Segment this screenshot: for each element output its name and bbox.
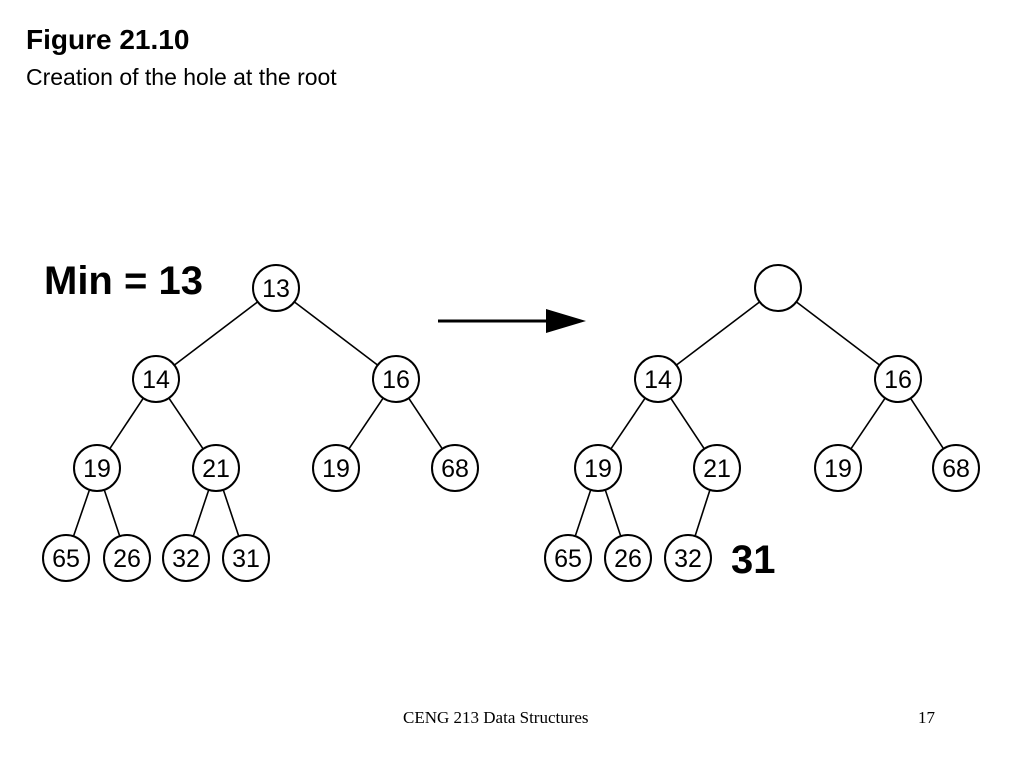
before-tree-edge — [348, 397, 384, 450]
before-tree-edge — [168, 397, 204, 450]
after-tree-node: 68 — [932, 444, 980, 492]
before-tree-node-circle — [312, 444, 360, 492]
before-tree-node-value: 14 — [142, 366, 170, 394]
before-tree-edge — [103, 489, 121, 537]
after-tree-edge — [675, 301, 761, 366]
before-tree-node-circle — [132, 355, 180, 403]
before-tree-edge — [72, 489, 91, 537]
before-tree-edge — [192, 489, 210, 537]
after-tree-node-value: 26 — [614, 545, 642, 573]
before-tree-node-value: 68 — [441, 455, 469, 483]
after-tree-node-circle — [544, 534, 592, 582]
after-tree-edge — [610, 397, 646, 450]
transition-arrow-icon — [438, 309, 586, 333]
before-tree-edge — [408, 397, 443, 450]
before-tree-node: 21 — [192, 444, 240, 492]
after-tree-edge — [795, 301, 881, 366]
after-tree-node: 19 — [814, 444, 862, 492]
after-tree-node: 65 — [544, 534, 592, 582]
after-tree-node-value: 65 — [554, 545, 582, 573]
after-tree-edge — [574, 489, 592, 537]
after-tree-node-circle — [874, 355, 922, 403]
before-tree-node-circle — [192, 444, 240, 492]
before-tree-node: 68 — [431, 444, 479, 492]
after-tree-node-circle — [693, 444, 741, 492]
before-tree-node-circle — [431, 444, 479, 492]
before-tree-node: 65 — [42, 534, 90, 582]
before-tree-node-value: 21 — [202, 455, 230, 483]
before-tree-node-value: 19 — [83, 455, 111, 483]
before-tree-node-value: 31 — [232, 545, 260, 573]
before-tree-node: 31 — [222, 534, 270, 582]
displaced-value: 31 — [731, 538, 776, 582]
after-tree-node-value: 68 — [942, 455, 970, 483]
after-tree-node-value: 19 — [584, 455, 612, 483]
before-tree-node-circle — [252, 264, 300, 312]
after-tree-edge — [604, 489, 622, 537]
before-tree-node: 32 — [162, 534, 210, 582]
after-tree-node: 26 — [604, 534, 652, 582]
before-tree-edge — [222, 489, 240, 537]
after-tree-edge — [670, 397, 705, 450]
slide-subtitle: Creation of the hole at the root — [26, 64, 337, 90]
after-tree-edge — [850, 397, 886, 450]
footer-course: CENG 213 Data Structures — [403, 708, 589, 727]
after-tree-edge — [694, 489, 711, 537]
after-tree-node-circle — [604, 534, 652, 582]
before-tree-node-value: 32 — [172, 545, 200, 573]
before-tree-node: 13 — [252, 264, 300, 312]
after-tree-node: 21 — [693, 444, 741, 492]
min-caption: Min = 13 — [44, 259, 203, 303]
before-tree-edge — [293, 301, 379, 366]
before-tree-node-circle — [372, 355, 420, 403]
before-tree-node-value: 16 — [382, 366, 410, 394]
tree-edges — [72, 301, 945, 537]
before-tree-node-circle — [42, 534, 90, 582]
before-tree-node: 19 — [312, 444, 360, 492]
page-number: 17 — [918, 708, 935, 727]
before-tree-node-value: 19 — [322, 455, 350, 483]
before-tree-node: 19 — [73, 444, 121, 492]
after-tree-node: 32 — [664, 534, 712, 582]
after-tree-node: 19 — [574, 444, 622, 492]
after-tree-node — [754, 264, 802, 312]
before-tree-node: 26 — [103, 534, 151, 582]
before-tree-edge — [173, 301, 259, 366]
after-tree-node-value: 19 — [824, 455, 852, 483]
after-tree-node-circle — [814, 444, 862, 492]
before-tree-node-value: 13 — [262, 275, 290, 303]
after-tree-node-circle — [932, 444, 980, 492]
after-tree-node-value: 14 — [644, 366, 672, 394]
tree-nodes: 13 14 16 19 21 19 68 65 26 32 31 14 16 19 21 19 68 65 26 32 — [42, 264, 980, 582]
before-tree-node-circle — [222, 534, 270, 582]
before-tree-node: 16 — [372, 355, 420, 403]
before-tree-node-circle — [103, 534, 151, 582]
empty-root-hole — [754, 264, 802, 312]
after-tree-node: 14 — [634, 355, 682, 403]
after-tree-node-value: 16 — [884, 366, 912, 394]
before-tree-edge — [109, 397, 144, 450]
after-tree-node-circle — [634, 355, 682, 403]
before-tree-node-circle — [162, 534, 210, 582]
before-tree-node-circle — [73, 444, 121, 492]
after-tree-edge — [909, 397, 945, 450]
slide-title: Figure 21.10 — [26, 24, 190, 55]
after-tree-node-circle — [664, 534, 712, 582]
before-tree-node: 14 — [132, 355, 180, 403]
before-tree-node-value: 65 — [52, 545, 80, 573]
after-tree-node-circle — [574, 444, 622, 492]
after-tree-node-value: 21 — [703, 455, 731, 483]
before-tree-node-value: 26 — [113, 545, 141, 573]
after-tree-node: 16 — [874, 355, 922, 403]
after-tree-node-value: 32 — [674, 545, 702, 573]
